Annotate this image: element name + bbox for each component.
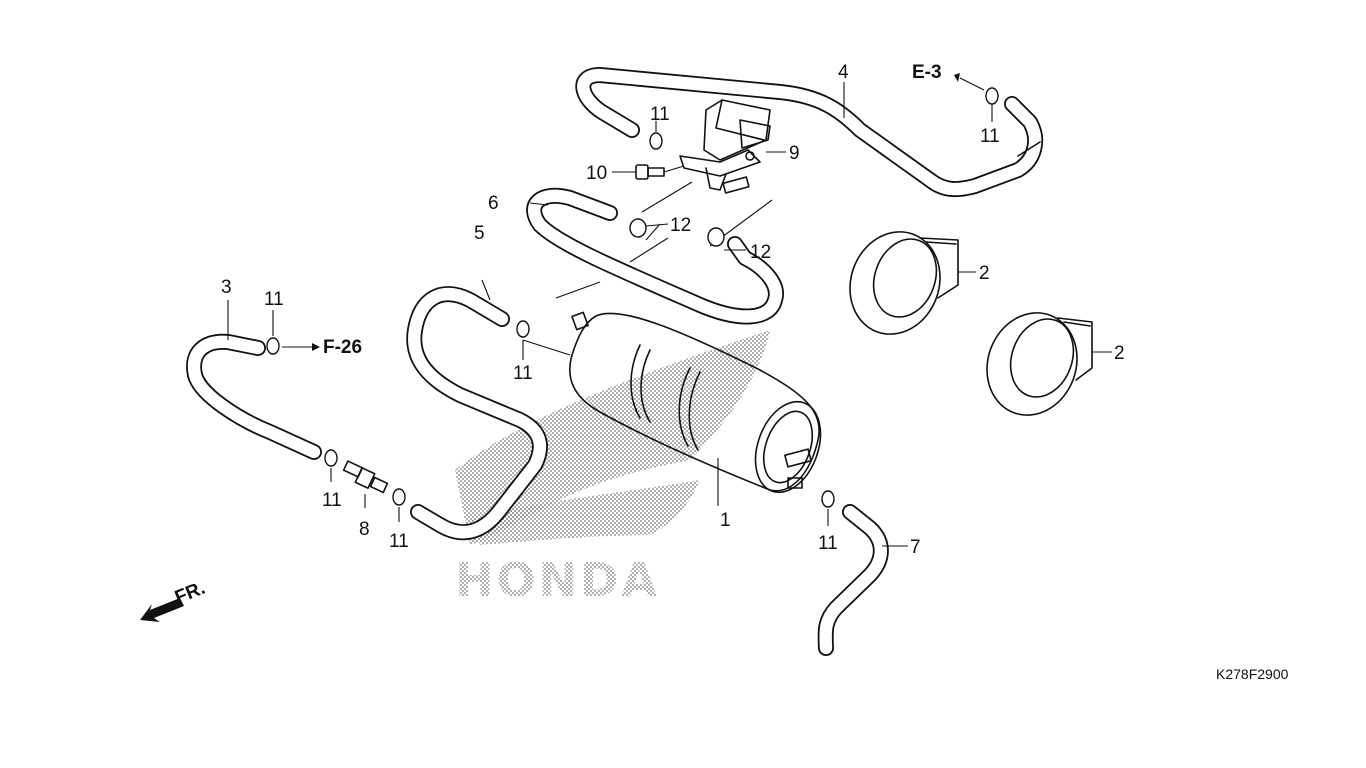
part-2-band-upper: [849, 231, 959, 335]
label-part-11-f26: 11: [264, 289, 284, 310]
label-part-2-lower: 2: [1114, 343, 1125, 364]
part-5-tube: [406, 286, 548, 541]
front-label: FR.: [172, 578, 208, 609]
honda-wing-watermark: [455, 330, 770, 545]
part-9-solenoid-valve: [679, 99, 771, 194]
clamp-12-lower: [707, 227, 725, 247]
label-part-4: 4: [838, 62, 849, 83]
diagram-code: K278F2900: [1216, 666, 1289, 682]
ref-label-e3: E-3: [912, 62, 942, 83]
part-10-bolt: [635, 164, 685, 180]
label-part-12-upper: 12: [670, 215, 691, 236]
label-part-11-e3: 11: [980, 126, 1000, 147]
label-part-8: 8: [359, 519, 370, 540]
label-part-10: 10: [586, 163, 607, 184]
label-part-11-canister: 11: [513, 363, 533, 384]
label-part-11-right-lower: 11: [389, 531, 409, 552]
label-part-6: 6: [488, 193, 499, 214]
ref-arrow-e3: [954, 73, 985, 91]
label-part-3: 3: [221, 277, 232, 298]
part-8-fitting: [342, 460, 389, 494]
part-3-tube: [186, 333, 322, 460]
part-2-band-lower: [986, 312, 1093, 416]
clamp-12-upper: [629, 218, 647, 238]
label-part-5: 5: [474, 223, 485, 244]
part-4-tube: [575, 67, 1044, 198]
clamp-11-f26: [266, 337, 280, 355]
label-part-2-upper: 2: [979, 263, 990, 284]
honda-wordmark-watermark: HONDA: [455, 553, 660, 607]
label-part-7: 7: [910, 537, 921, 558]
label-part-12-lower: 12: [750, 242, 771, 263]
part-7-tube: [817, 504, 889, 656]
clamp-11-e3: [985, 87, 999, 105]
label-part-11-tube7: 11: [818, 533, 838, 554]
clamp-11-canister: [516, 320, 530, 338]
leader-lines: [227, 82, 1112, 547]
clamp-11-tube7: [821, 490, 835, 508]
front-direction-arrow: [140, 598, 184, 622]
ref-label-f26: F-26: [323, 337, 362, 358]
label-part-9: 9: [789, 143, 800, 164]
label-part-11-top: 11: [650, 104, 670, 125]
part-1-canister: [555, 181, 822, 494]
clamp-11-top: [649, 132, 663, 150]
clamp-11-left-lower: [324, 449, 338, 467]
label-part-11-left-lower: 11: [322, 490, 342, 511]
part-6-tube: [526, 187, 784, 325]
ref-arrow-f26: [282, 343, 320, 351]
clamp-11-right-lower: [392, 488, 406, 506]
label-part-1: 1: [720, 510, 731, 531]
